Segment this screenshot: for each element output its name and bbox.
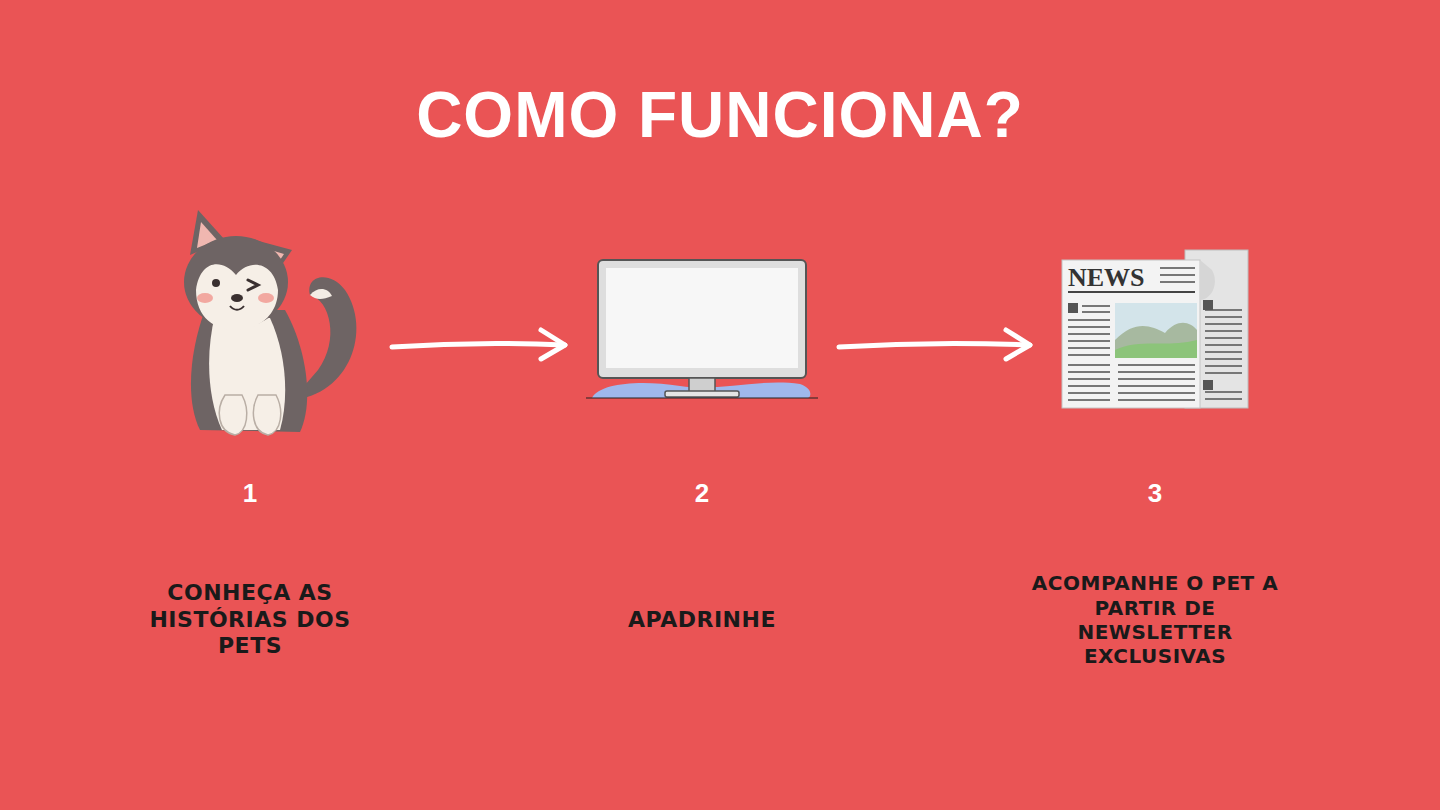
caption-area: ACOMPANHE O PET A PARTIR DE NEWSLETTER E… [1030, 555, 1280, 685]
flow-arrow [392, 330, 565, 359]
caption-area: APADRINHE [565, 555, 839, 685]
step-node: 2APADRINHE [565, 200, 839, 700]
step-node: 1CONHEÇA AS HISTÓRIAS DOS PETS [108, 200, 392, 700]
diagram-title: COMO FUNCIONA? [0, 78, 1440, 152]
step-node: 3ACOMPANHE O PET A PARTIR DE NEWSLETTER … [1030, 200, 1280, 700]
step-caption: APADRINHE [628, 607, 776, 634]
step-number: 1 [108, 478, 392, 508]
monitor-illustration [586, 260, 818, 398]
step-number: 3 [1030, 478, 1280, 508]
flow-arrow [839, 330, 1030, 359]
step-number: 2 [565, 478, 839, 508]
newspaper-illustration [1062, 250, 1248, 408]
dog-illustration [184, 210, 356, 435]
step-caption: ACOMPANHE O PET A PARTIR DE NEWSLETTER E… [1030, 571, 1280, 669]
caption-area: CONHEÇA AS HISTÓRIAS DOS PETS [108, 555, 392, 685]
newspaper-masthead: NEWS [1068, 265, 1145, 291]
step-caption: CONHEÇA AS HISTÓRIAS DOS PETS [145, 580, 355, 660]
